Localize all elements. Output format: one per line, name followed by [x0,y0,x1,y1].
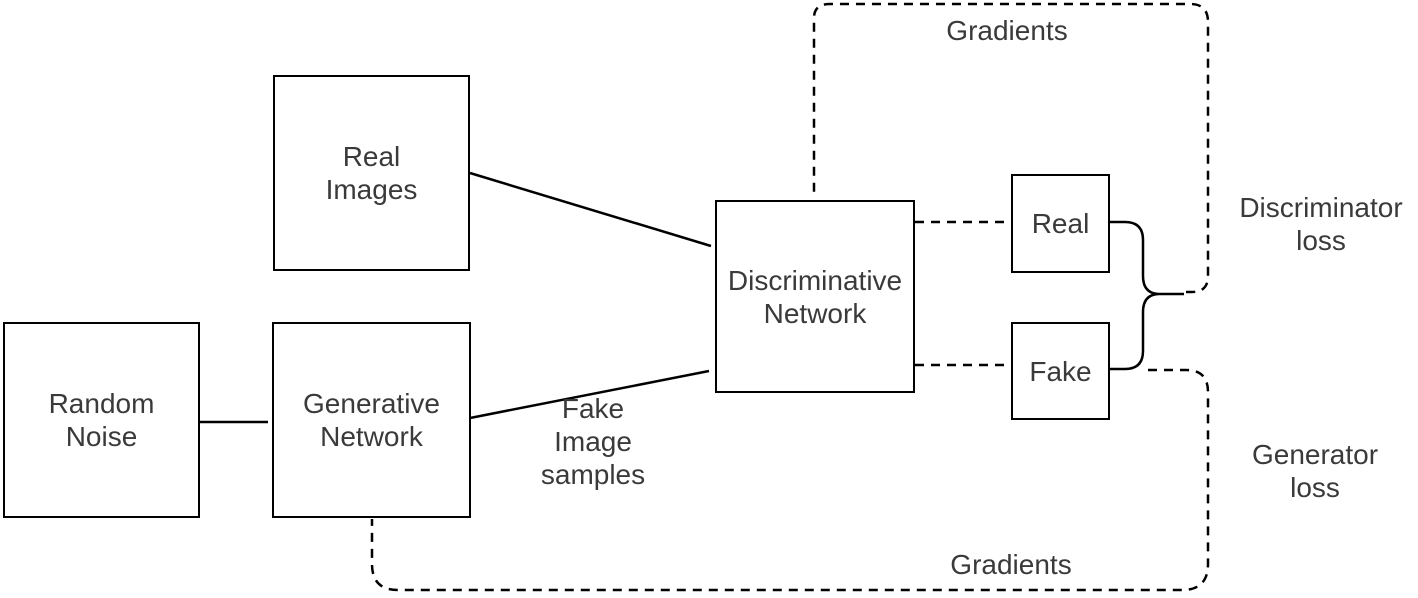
discriminative-network-box: Discriminative Network [715,200,915,393]
edge-real-images-to-discriminative [469,171,712,248]
edge-discriminator-loss-gradients-feedback [812,2,1210,294]
discriminator-loss-label: Discriminator loss [1239,192,1403,256]
generative-network-box: Generative Network [272,322,471,518]
real-images-box: Real Images [273,75,470,271]
brace-real-branch [1110,220,1159,296]
fake-output-box: Fake [1011,322,1110,420]
real-output-box: Real [1011,174,1110,273]
gradients-top-label: Gradients [946,15,1068,46]
fake-image-samples-label: Fake Image samples [540,393,646,490]
edge-generative-to-discriminative [469,369,710,420]
gradients-bottom-label: Gradients [950,549,1072,580]
brace-fake-branch [1110,292,1159,371]
edge-generator-loss-gradients-feedback [370,368,1210,592]
random-noise-box: Random Noise [3,322,200,518]
generator-loss-label: Generator loss [1251,439,1379,503]
